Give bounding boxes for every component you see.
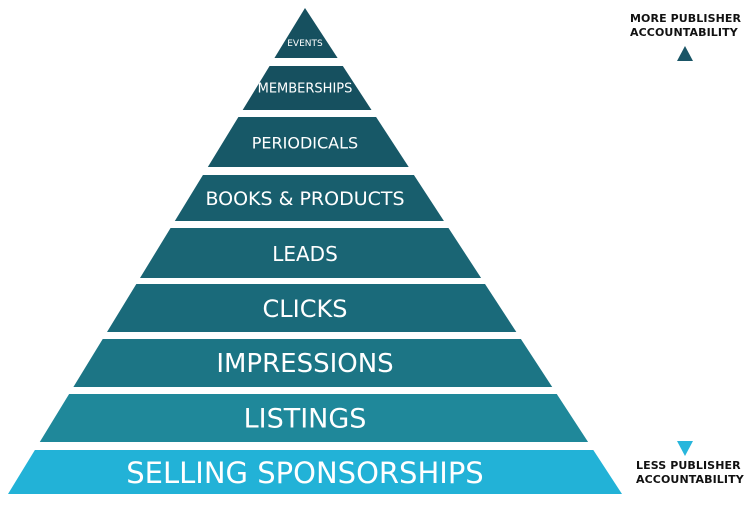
- pyramid-tier: [207, 117, 409, 167]
- pyramid-tiers: EVENTS MEMBERSHIPS PERIODICALS BOOKS & PROD…: [8, 8, 622, 494]
- pyramid-tier-label: CLICKS: [263, 295, 348, 323]
- pyramid-tier-label: MEMBERSHIPS: [258, 82, 353, 97]
- pyramid-tier: [174, 175, 444, 221]
- pyramid-tier-label: LISTINGS: [244, 404, 367, 435]
- pyramid-tier: [140, 228, 482, 278]
- pyramid-tier: [73, 339, 553, 387]
- pyramid-tier: [8, 450, 622, 494]
- pyramid-tier: [39, 394, 589, 442]
- arrow-down-icon: [677, 441, 693, 456]
- pyramid-tier-label: PERIODICALS: [252, 134, 358, 153]
- pyramid-tier-label: EVENTS: [287, 39, 323, 49]
- pyramid-tier-label: LEADS: [272, 242, 338, 266]
- accountability-arrow: [677, 46, 693, 456]
- less-accountability-label: LESS PUBLISHER ACCOUNTABILITY: [636, 459, 744, 486]
- pyramid-tier: [107, 284, 517, 332]
- pyramid-tier-label: IMPRESSIONS: [216, 349, 393, 379]
- more-accountability-label: MORE PUBLISHER ACCOUNTABILITY: [630, 12, 742, 39]
- arrow-up-icon: [677, 46, 693, 61]
- pyramid-tier-label: BOOKS & PRODUCTS: [205, 188, 404, 210]
- pyramid-tier-label: SELLING SPONSORSHIPS: [126, 456, 483, 490]
- pyramid-tier: [242, 66, 372, 110]
- pyramid-tier: [274, 8, 338, 58]
